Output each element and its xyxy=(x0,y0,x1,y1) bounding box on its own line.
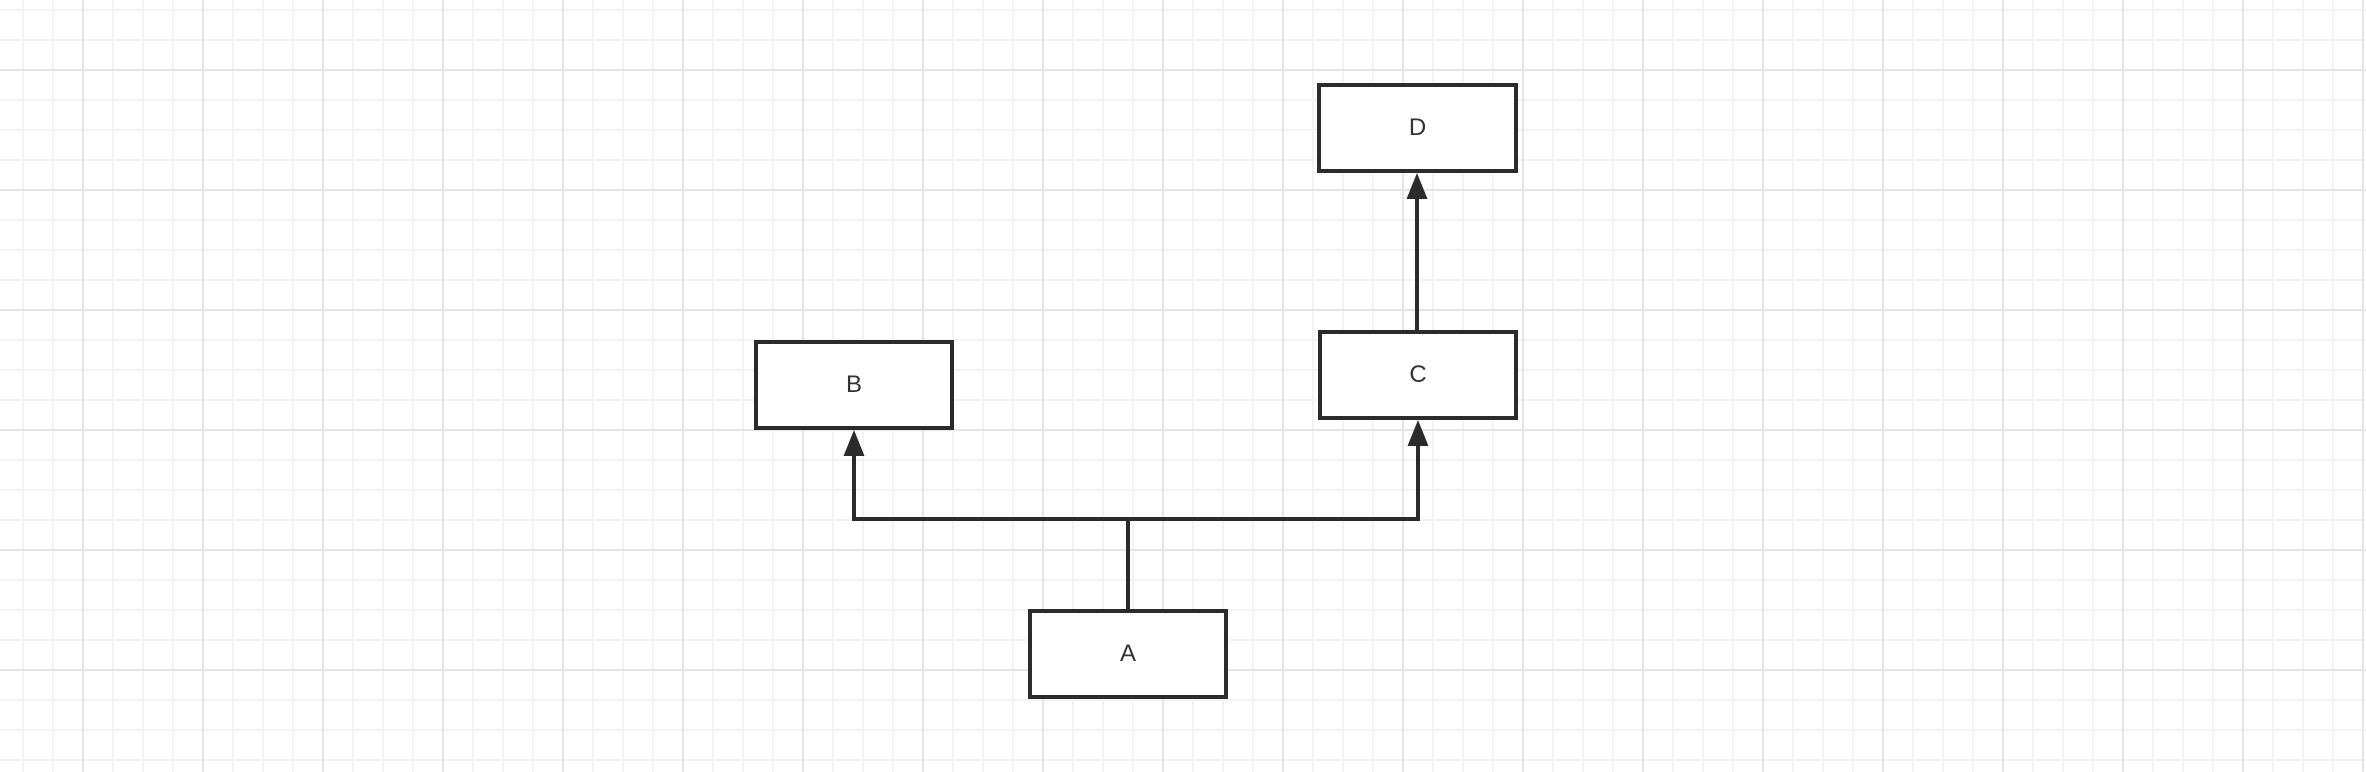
edge-A-B[interactable] xyxy=(852,455,1130,609)
edge-A-B-arrowhead-icon xyxy=(843,430,865,456)
node-B-label: B xyxy=(845,371,862,398)
edge-A-C-arrowhead-icon xyxy=(1407,420,1429,446)
node-B[interactable]: B xyxy=(754,340,954,430)
node-D[interactable]: D xyxy=(1317,83,1518,173)
edge-C-D-arrowhead-icon xyxy=(1406,173,1428,199)
node-A[interactable]: A xyxy=(1028,609,1228,699)
node-C-label: C xyxy=(1409,361,1427,388)
edge-A-C[interactable] xyxy=(1126,445,1420,609)
node-C[interactable]: C xyxy=(1318,330,1518,420)
node-A-label: A xyxy=(1119,640,1136,667)
node-D-label: D xyxy=(1408,114,1427,141)
